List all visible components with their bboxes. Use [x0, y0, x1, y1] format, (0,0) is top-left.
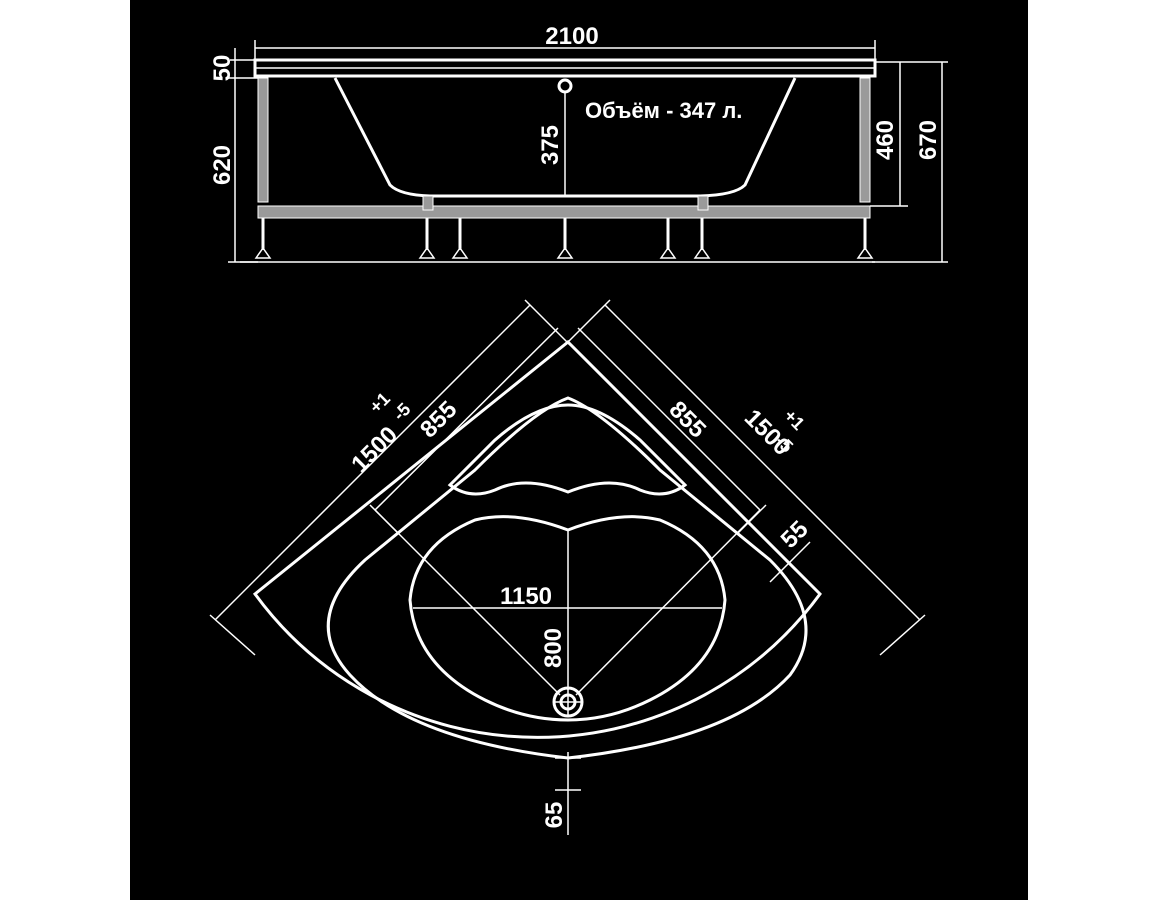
tub-rim-contour	[326, 396, 808, 760]
frame-legs	[254, 218, 874, 259]
dim-front-rim: 65	[541, 802, 568, 829]
dim-rim: 50	[209, 55, 236, 82]
frame-post-left	[257, 77, 269, 203]
headrest-contour	[447, 403, 688, 496]
drawing-canvas: 2100 50 620 375 Объём - 347 л. 460 670	[130, 0, 1028, 900]
dim-length: 2100	[545, 23, 598, 50]
volume-label: Объём - 347 л.	[585, 98, 742, 123]
dim-bowl-depth: 800	[540, 628, 567, 668]
tub-bowl	[408, 515, 727, 722]
tub-outline-outer	[252, 339, 822, 739]
dim-total-height-right: 670	[915, 120, 942, 160]
dim-bowl-width: 1150	[500, 583, 552, 610]
dim-outer-left: 1500	[346, 421, 403, 478]
dim-outer-left-tol-plus: +1	[365, 388, 394, 417]
dim-total-height-left: 620	[209, 145, 236, 185]
side-view: 2100 50 620 375 Объём - 347 л. 460 670	[209, 23, 948, 263]
frame-post-right	[859, 77, 871, 203]
top-view: 1150 800 1500 +1 -5 855 855 1500 +1 -5 5…	[209, 299, 926, 835]
technical-drawing: 2100 50 620 375 Объём - 347 л. 460 670	[209, 23, 948, 835]
frame-base	[257, 205, 871, 219]
dim-rim-offset: 55	[776, 516, 814, 554]
dim-depth: 375	[537, 125, 564, 165]
dim-inner-left: 855	[415, 396, 462, 443]
overflow-icon	[557, 78, 573, 94]
dim-inner-height: 460	[872, 120, 899, 160]
